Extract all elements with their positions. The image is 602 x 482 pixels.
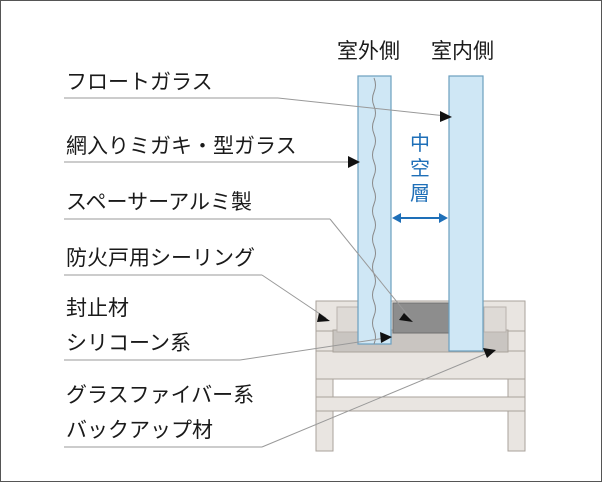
arrow-backup	[483, 348, 496, 358]
frame-middle-rail	[315, 350, 526, 380]
air-layer-dimension-arrow	[392, 213, 448, 223]
inner-glass-pane	[448, 75, 484, 352]
air-layer-char-2: 空	[410, 156, 430, 180]
sealant-label-line2: シリコーン系	[66, 331, 191, 355]
air-layer-char-1: 中	[410, 131, 430, 155]
fire-sealing-right	[483, 306, 507, 333]
sealant-label-line1: 封止材	[66, 296, 129, 320]
fire-sealing-label: 防火戸用シーリング	[66, 246, 255, 270]
arrow-fire-sealing	[317, 313, 330, 322]
outdoor-side-label: 室外側	[337, 39, 400, 63]
arrow-wired-glass	[348, 156, 360, 168]
frame-bottom-rail	[315, 396, 526, 412]
backup-label-line2: バックアップ材	[66, 418, 213, 442]
arrow-float-glass	[440, 111, 452, 122]
leader-arrowheads	[317, 111, 496, 358]
arrow-sealant	[380, 332, 392, 343]
spacer-label: スペーサーアルミ製	[66, 190, 252, 214]
indoor-side-label: 室内側	[431, 39, 494, 63]
arrow-spacer	[399, 313, 413, 322]
leader-lines	[64, 97, 491, 448]
wire-mesh-line	[372, 77, 376, 345]
float-glass-label: フロートガラス	[66, 70, 213, 94]
air-layer-char-3: 層	[410, 181, 430, 205]
fire-sealing-left	[336, 306, 360, 333]
backup-label-line1: グラスファイバー系	[66, 383, 254, 407]
wired-glass-label: 網入りミガキ・型ガラス	[66, 134, 297, 158]
